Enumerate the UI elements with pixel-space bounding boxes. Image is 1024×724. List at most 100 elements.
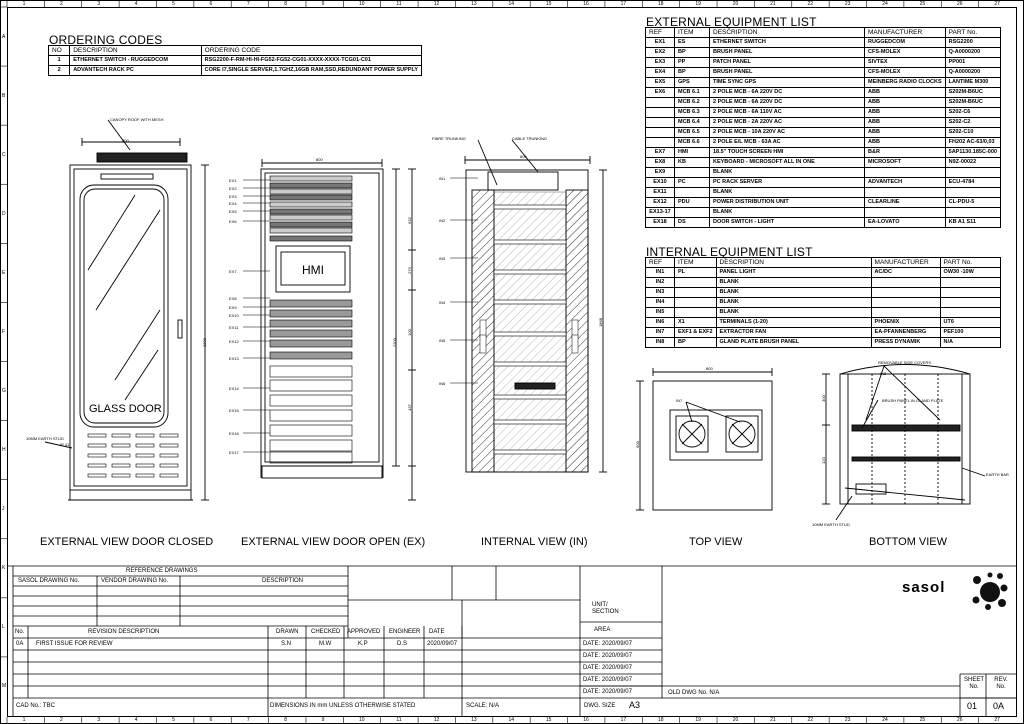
row-label: L [2,624,5,631]
ex-label: EX10 [229,313,239,318]
earth-stud-bottom-label: 10MM EARTH STUD [812,522,850,527]
dim-800-internal: 800 [520,154,527,159]
sheet-value: 01 [967,701,978,711]
row-label: M [2,683,7,690]
brush-panel-label: BRUSH PANEL IN GLAND PLATE [882,398,944,403]
rev-approved: K.P [358,641,368,647]
dimensions-note: DIMENSIONS IN mm UNLESS OTHERWISE STATED [270,703,416,709]
column-label: 26 [956,1,963,7]
title-block-date: DATE: 2020/09/07 [583,653,632,659]
view-title-door-closed: EXTERNAL VIEW DOOR CLOSED [40,536,214,548]
column-label: 12 [433,717,440,723]
in-label: IN3 [439,256,446,261]
column-label: 10 [359,1,365,7]
in-label: IN6 [439,381,446,386]
column-label: 3 [97,1,101,7]
in8-label: IN8 [880,371,887,376]
column-label: 26 [956,717,963,723]
internal-title: INTERNAL EQUIPMENT LIST [646,245,813,259]
column-label: 23 [844,717,851,723]
column-label: 4 [134,1,138,7]
cad-no: CAD No.: TBC [16,703,55,709]
drawn-header: DRAWN [276,629,299,635]
sasol-logo-text: sasol [902,579,946,596]
old-dwg-no: OLD DWG No. N/A [668,690,720,696]
column-label: 27 [994,1,1000,7]
column-label: 2 [60,1,63,7]
column-label: 9 [321,717,325,723]
ex-label: EX8 [229,296,237,301]
rev-no-value: 0A [993,701,1005,711]
column-label: 3 [97,717,101,723]
table-cell: DOOR SWITCH - LIGHT [709,217,865,228]
checked-header: CHECKED [311,629,341,635]
ex-label: EX5 [229,209,237,214]
door-open-view [243,159,416,501]
external-title: EXTERNAL EQUIPMENT LIST [646,15,817,29]
revision-label: REV. No. [994,677,1008,690]
view-title-internal: INTERNAL VIEW (IN) [481,536,588,548]
column-label: 15 [545,1,552,7]
in7-label: IN7 [676,398,683,403]
column-label: 21 [770,1,776,7]
row-label: F [2,328,6,335]
table-cell: CORE I7,SINGLE SERVER,1.7GHZ,16GB RAM,SS… [200,65,423,76]
column-label: 27 [994,717,1000,723]
column-label: 14 [508,1,515,7]
column-label: 8 [284,1,288,7]
title-block-date: DATE: 2020/09/07 [583,689,632,695]
in-label: IN1 [439,176,446,181]
rev-value: 0A [16,641,24,647]
rev-drawn: S.N [281,641,292,647]
column-label: 23 [844,1,851,7]
dim-800-open: 800 [316,157,323,162]
table-cell: 2 [47,65,71,76]
row-label: G [2,388,6,395]
view-title-door-open: EXTERNAL VIEW DOOR OPEN (EX) [241,536,426,548]
row-label: K [2,565,6,572]
column-label: 20 [732,1,739,7]
scale-note: SCALE: N/A [466,703,500,709]
column-label: 8 [284,717,288,723]
row-label: H [2,447,6,454]
column-label: 25 [919,717,926,723]
column-label: 25 [919,1,926,7]
row-label: E [2,269,6,276]
ref-drawings-label: REFERENCE DRAWINGS [126,568,198,574]
column-label: 1 [22,1,26,7]
ex-label: EX13 [229,356,239,361]
ip-label: IP 41 [60,442,70,447]
dwg-size-label: DWG. SIZE [584,703,616,709]
earth-stud-label: 10MM EARTH STUD [26,436,64,441]
column-label: 20 [732,717,739,723]
rev-checked: M.W [319,641,332,647]
ex-label: EX7 [229,269,237,274]
row-label: A [2,33,6,40]
table-cell: KB A1 S11 [944,217,1002,228]
table-cell: N/A [939,337,1002,348]
engineer-header: ENGINEER [389,629,421,635]
hmi-label: HMI [302,263,324,277]
ex-label: EX6 [229,219,237,224]
column-label: 10 [359,717,365,723]
column-label: 13 [471,1,477,7]
column-label: 18 [657,717,664,723]
unit-section-label: UNIT/ SECTION [592,602,619,615]
bottom-view [822,364,986,521]
description-label: DESCRIPTION [262,578,304,584]
column-label: 19 [695,1,701,7]
fibre-trunking-label: FIBRE TRUNKING [432,136,466,141]
rev-desc-header: REVISION DESCRIPTION [88,629,160,635]
sasol-logo-icon [972,572,1008,610]
earth-bar-label: EARTH BAR [986,472,1009,477]
column-label: 13 [471,717,477,723]
ex-label: EX12 [229,339,239,344]
column-label: 21 [770,717,776,723]
column-label: 5 [172,1,175,7]
column-label: 7 [246,1,250,7]
column-label: 14 [508,717,515,723]
